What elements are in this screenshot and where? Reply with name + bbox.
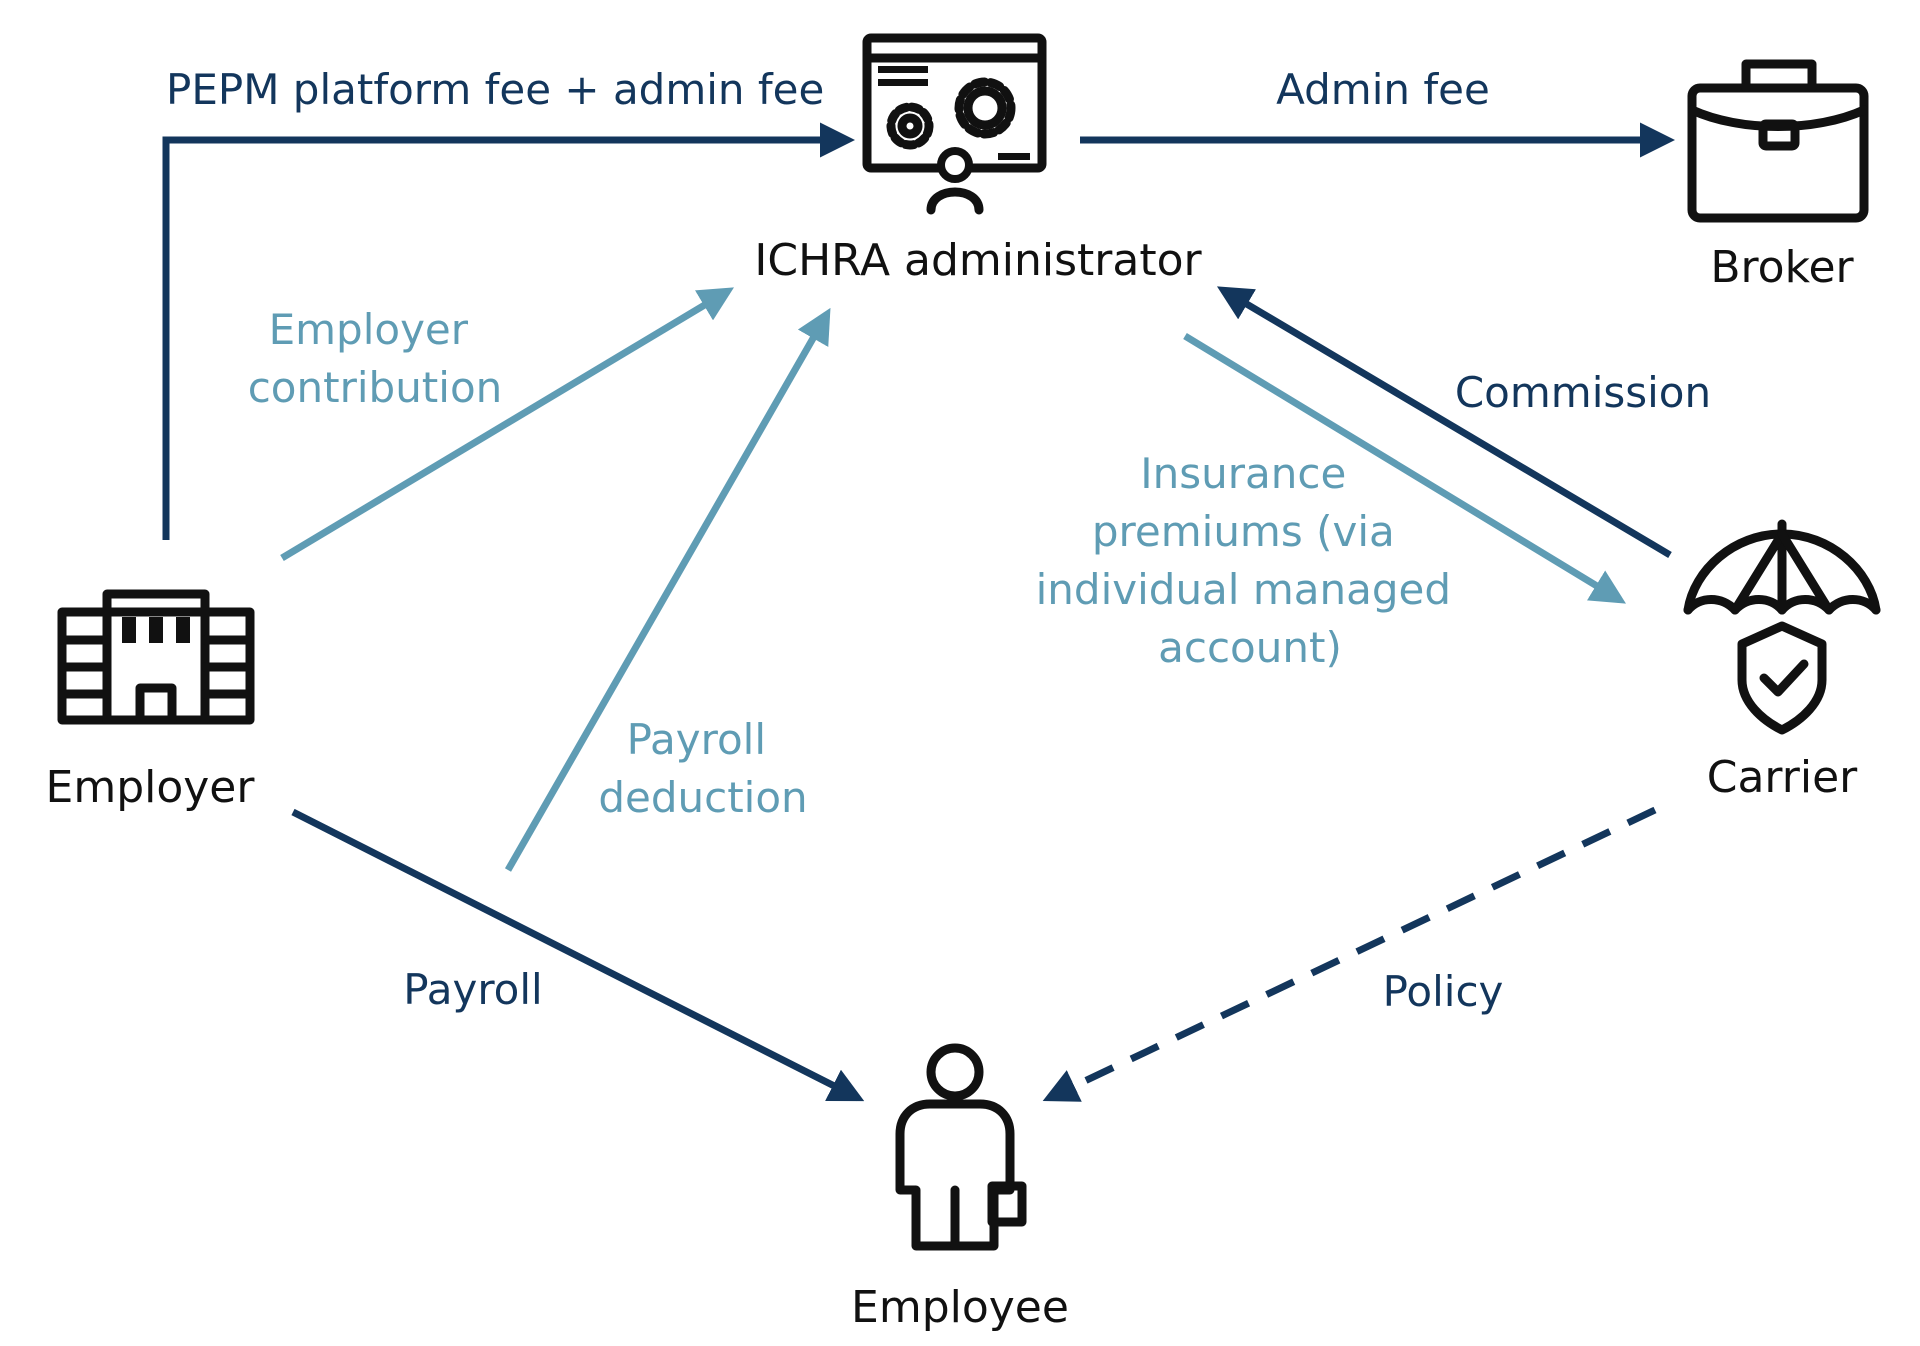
employer-node: Employer	[46, 589, 256, 813]
employer-label: Employer	[46, 762, 256, 813]
payroll-label: Payroll	[403, 965, 542, 1014]
pepm-fee-label: PEPM platform fee + admin fee	[166, 65, 824, 114]
carrier-label: Carrier	[1707, 752, 1858, 803]
briefcase-icon	[1687, 59, 1869, 223]
admin-dashboard-gear-icon	[862, 33, 1047, 215]
pepm-fee-arrow	[162, 122, 855, 540]
employee-label: Employee	[851, 1282, 1069, 1333]
commission-arrow	[1216, 286, 1672, 559]
umbrella-shield-icon	[1683, 519, 1881, 735]
employer-contribution-arrow	[280, 287, 735, 562]
payroll-arrow	[291, 808, 865, 1102]
admin-fee-label: Admin fee	[1276, 65, 1490, 114]
administrator-node: ICHRA administrator	[754, 33, 1203, 286]
broker-label: Broker	[1710, 242, 1854, 293]
broker-node: Broker	[1687, 59, 1869, 293]
administrator-label: ICHRA administrator	[754, 235, 1202, 286]
insurance-premiums-arrow	[1183, 333, 1626, 604]
policy-arrow	[1042, 806, 1657, 1102]
office-building-icon	[57, 589, 255, 725]
payroll-deduction-arrow	[504, 307, 831, 872]
person-briefcase-icon	[895, 1043, 1027, 1251]
policy-label: Policy	[1383, 967, 1504, 1016]
carrier-node: Carrier	[1683, 519, 1881, 803]
insurance-premiums-label: Insurance premiums (via individual manag…	[1036, 449, 1465, 672]
employer-contribution-label: Employer contribution	[248, 305, 503, 412]
payroll-deduction-label: Payroll deduction	[598, 715, 807, 822]
commission-label: Commission	[1455, 368, 1711, 417]
employee-node: Employee	[851, 1043, 1069, 1333]
